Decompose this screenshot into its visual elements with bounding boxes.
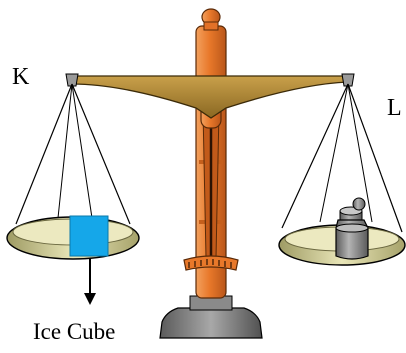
scale-beam	[65, 73, 355, 119]
label-l: L	[387, 95, 402, 121]
scale-base	[159, 295, 263, 339]
ice-cube-icon	[69, 215, 109, 257]
scale-post	[195, 8, 227, 299]
label-k: K	[12, 64, 30, 90]
label-ice-cube: Ice Cube	[33, 319, 116, 344]
weight-icon	[335, 197, 369, 260]
down-arrow-icon	[84, 258, 96, 305]
scale-dial	[183, 255, 239, 271]
